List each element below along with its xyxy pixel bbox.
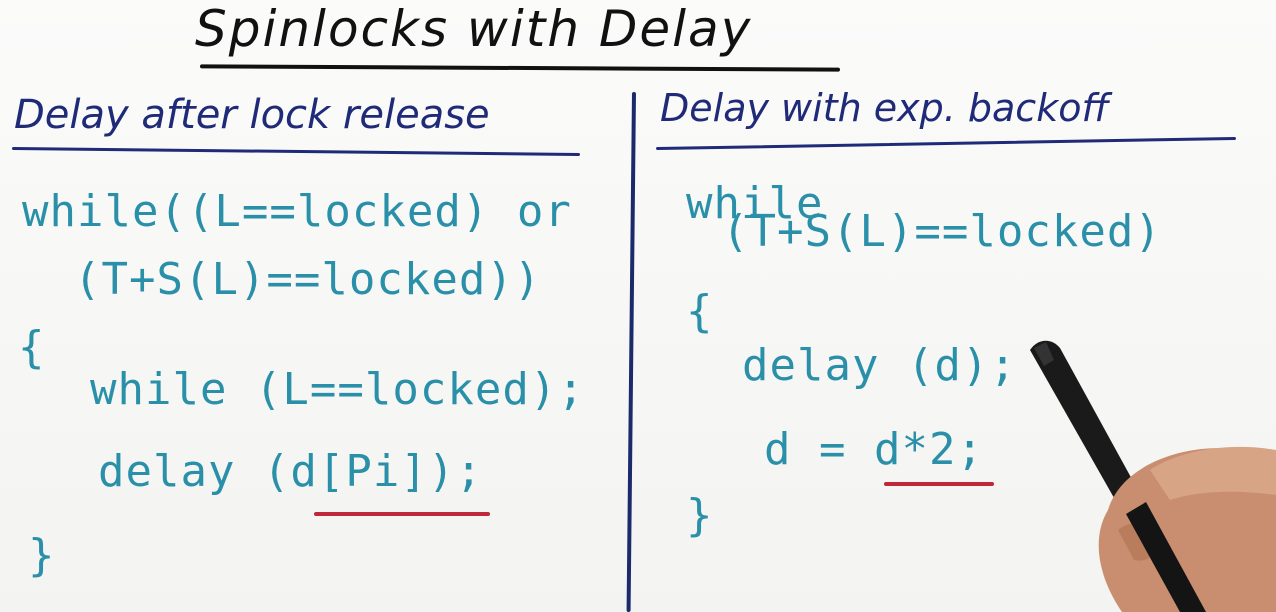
left-heading-underline bbox=[11, 147, 581, 156]
left-code-line-3: { bbox=[18, 322, 46, 373]
left-code-line-6: } bbox=[28, 530, 56, 581]
left-code-line-4: while (L==locked); bbox=[90, 364, 585, 415]
right-code-line-4: delay (d); bbox=[742, 340, 1017, 391]
right-code-line-1: while bbox=[686, 178, 824, 229]
right-code-line-6: } bbox=[686, 490, 714, 541]
column-divider bbox=[626, 91, 636, 612]
left-code-line-5: delay (d[Pi]); bbox=[98, 446, 483, 497]
right-heading: Delay with exp. backoff bbox=[660, 86, 1109, 130]
left-heading: Delay after lock release bbox=[14, 92, 490, 138]
right-code-line-3: { bbox=[686, 286, 714, 337]
right-red-underline bbox=[884, 482, 994, 486]
page-title: Spinlocks with Delay bbox=[195, 0, 753, 58]
left-code-line-2: (T+S(L)==locked)) bbox=[74, 254, 542, 305]
right-code-line-5: d = d*2; bbox=[764, 424, 984, 475]
hand-with-pen-icon bbox=[1030, 340, 1276, 612]
title-underline bbox=[199, 64, 841, 72]
left-code-line-1: while((L==locked) or bbox=[22, 186, 572, 237]
right-code-line-2: (T+S(L)==locked) bbox=[722, 206, 1162, 257]
right-heading-underline bbox=[656, 136, 1236, 151]
left-red-underline bbox=[314, 512, 490, 516]
